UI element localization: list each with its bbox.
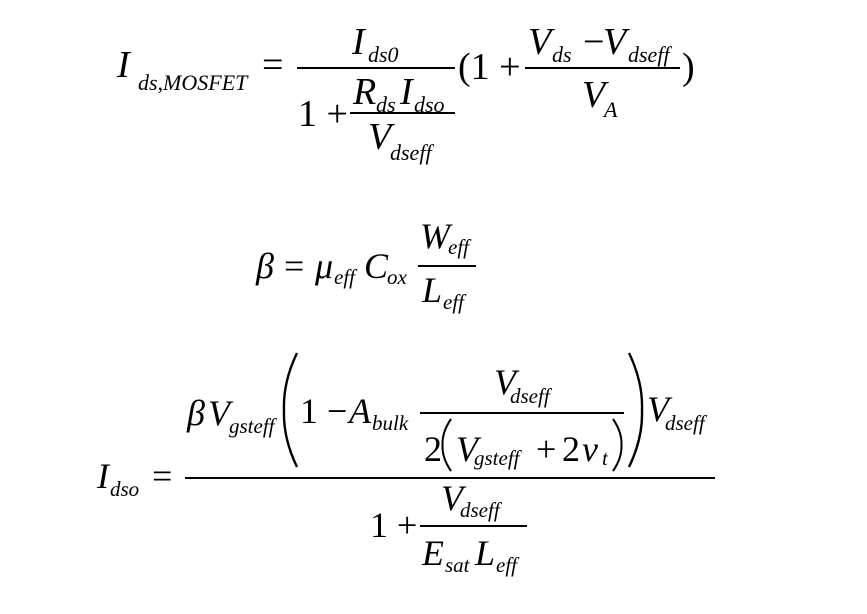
lhs-subscript: ds,MOSFET — [138, 70, 248, 95]
equals-sign: = — [262, 44, 284, 86]
inner-fraction-bar — [350, 112, 455, 114]
mu-subscript: eff — [334, 265, 355, 289]
e-sat-symbol: E — [422, 533, 444, 573]
equals-sign: = — [152, 456, 173, 496]
w-subscript: eff — [448, 235, 469, 259]
beta-symbol: β — [187, 393, 205, 433]
v-gs-subscript: gsteff — [229, 414, 275, 438]
thermal-voltage-symbol: v — [582, 429, 598, 469]
right-numerator-v1-subscript: ds — [552, 42, 572, 67]
inner-numerator-i: I — [400, 71, 413, 113]
right-denominator-v-subscript: A — [604, 97, 618, 122]
inner-denominator-two2: 2 — [562, 429, 580, 469]
fraction-bar — [418, 265, 476, 267]
right-numerator-v2: V — [603, 21, 627, 63]
c-subscript: ox — [387, 265, 407, 289]
close-paren: ) — [682, 46, 695, 88]
open-paren-one-plus: (1 + — [458, 46, 521, 88]
c-symbol: C — [364, 246, 389, 286]
equals-sign: = — [284, 246, 305, 286]
main-fraction-bar — [185, 477, 715, 479]
open-paren — [441, 418, 452, 472]
inner-denominator-v-subscript: dseff — [390, 140, 432, 165]
mu-symbol: μ — [315, 246, 334, 286]
lhs-symbol: I — [117, 44, 130, 86]
right-numerator-v2-subscript: dseff — [628, 42, 670, 67]
inner-numerator-v-subscript: dseff — [510, 384, 550, 408]
inner-denominator-v: V — [368, 116, 392, 158]
inner-numerator-r: R — [353, 71, 377, 113]
beta-symbol: β — [256, 246, 274, 286]
denominator-numerator-v: V — [441, 478, 463, 518]
inner-numerator-v: V — [494, 362, 516, 402]
right-denominator-v: V — [582, 74, 606, 116]
close-paren — [612, 418, 623, 472]
w-symbol: W — [420, 216, 450, 256]
one-minus: 1 − — [300, 391, 348, 431]
denominator-one-plus: 1 + — [370, 505, 418, 545]
big-open-paren — [282, 352, 299, 468]
l-subscript: eff — [443, 290, 464, 314]
plus-sign: + — [536, 429, 557, 469]
big-close-paren — [627, 352, 644, 468]
a-subscript: bulk — [372, 411, 409, 435]
thermal-voltage-subscript: t — [602, 446, 608, 470]
inner-denominator-v: V — [456, 429, 478, 469]
v-ds-symbol: V — [647, 389, 669, 429]
inner-fraction-bar — [420, 412, 624, 414]
inner-numerator-r-subscript: ds — [376, 92, 396, 117]
l-eff-subscript: eff — [496, 553, 517, 577]
denominator-one-plus: 1 + — [298, 93, 348, 135]
a-symbol: A — [349, 391, 371, 431]
numerator-subscript: ds0 — [368, 42, 399, 67]
inner-denominator-v-subscript: gsteff — [474, 446, 520, 470]
v-gs-symbol: V — [208, 393, 230, 433]
minus-sign: − — [583, 21, 605, 63]
right-numerator-v1: V — [528, 21, 552, 63]
lhs-subscript: dso — [110, 477, 140, 501]
e-sat-subscript: sat — [445, 553, 470, 577]
lhs-symbol: I — [97, 456, 109, 496]
l-eff-symbol: L — [475, 533, 496, 573]
inner-denominator-two: 2 — [424, 429, 442, 469]
fraction-bar — [297, 67, 455, 69]
inner-numerator-i-subscript: dso — [414, 92, 445, 117]
denominator-numerator-v-subscript: dseff — [460, 498, 500, 522]
denominator-fraction-bar — [420, 525, 527, 527]
right-fraction-bar — [525, 67, 680, 69]
numerator-symbol: I — [352, 21, 365, 63]
l-symbol: L — [422, 270, 443, 310]
v-ds-subscript: dseff — [665, 411, 705, 435]
